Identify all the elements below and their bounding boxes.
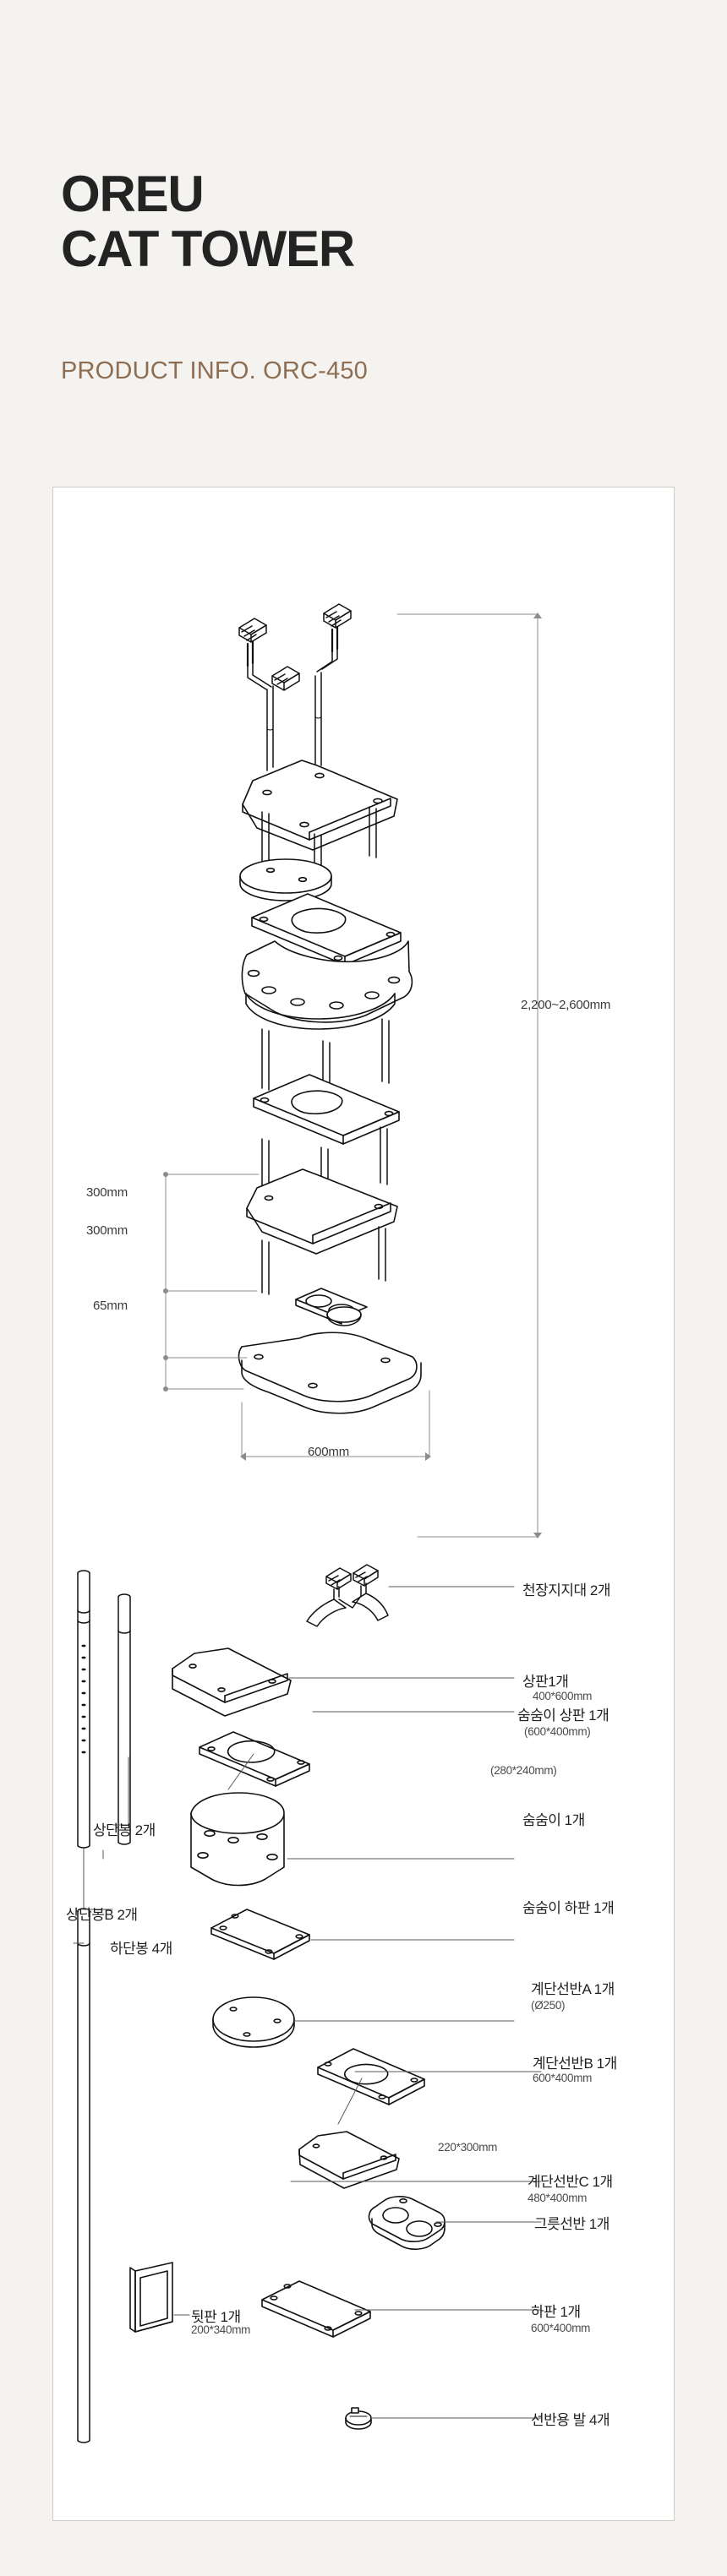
part-sub-bottom-board: 600*400mm [531, 2322, 591, 2334]
part-label-top-board: 상판1개 [522, 1674, 569, 1690]
product-name: CAT TOWER [61, 220, 355, 277]
part-label-ceiling-brace: 천장지지대 2개 [522, 1582, 611, 1598]
part-sub-step-shelf-c: 480*400mm [527, 2192, 588, 2204]
part-sub2-step-shelf-b: 220*300mm [438, 2141, 498, 2154]
part-label-step-shelf-b: 계단선반B 1개 [533, 2056, 617, 2072]
part-label-step-shelf-a: 계단선반A 1개 [531, 1981, 615, 1997]
part-label-bowl-shelf: 그릇선반 1개 [534, 2216, 609, 2232]
part-label-hide-top-board: 숨숨이 상판 1개 [517, 1707, 609, 1724]
product-info-subtitle: PRODUCT INFO. ORC-450 [61, 357, 368, 384]
part-label-bottom-board: 하판 1개 [531, 2304, 581, 2320]
dim-base-height: 65mm [93, 1299, 128, 1313]
part-label-lower-pole: 하단봉 4개 [110, 1941, 172, 1957]
part-sub-step-shelf-b: 600*400mm [533, 2072, 593, 2084]
dim-total-height: 2,200~2,600mm [521, 998, 611, 1012]
part-sub-step-shelf-a: (Ø250) [531, 1999, 566, 2012]
brand-name: OREU [61, 166, 205, 222]
part-label-hide-bottom: 숨숨이 하판 1개 [522, 1900, 615, 1916]
part-label-step-shelf-c: 계단선반C 1개 [527, 2174, 613, 2190]
dim-tier-gap-1: 300mm [86, 1185, 128, 1200]
part-label-upper-pole-a: 상단봉 2개 [93, 1822, 156, 1838]
page-title: OREU CAT TOWER [61, 166, 355, 277]
part-sub-top-board: 400*600mm [533, 1690, 593, 1702]
part-sub-back-panel: 200*340mm [191, 2323, 251, 2336]
dim-tier-gap-2: 300mm [86, 1223, 128, 1238]
part-label-shelf-foot: 선반용 발 4개 [531, 2412, 610, 2428]
part-label-back-panel: 뒷판 1개 [191, 2309, 241, 2325]
dim-base-width: 600mm [308, 1445, 350, 1459]
part-sub2-hide-top-board: (280*240mm) [490, 1764, 557, 1777]
part-sub-hide-top-board: (600*400mm) [524, 1725, 591, 1738]
part-label-hide-box: 숨숨이 1개 [522, 1812, 585, 1828]
part-label-upper-pole-b: 상단봉B 2개 [66, 1907, 138, 1923]
